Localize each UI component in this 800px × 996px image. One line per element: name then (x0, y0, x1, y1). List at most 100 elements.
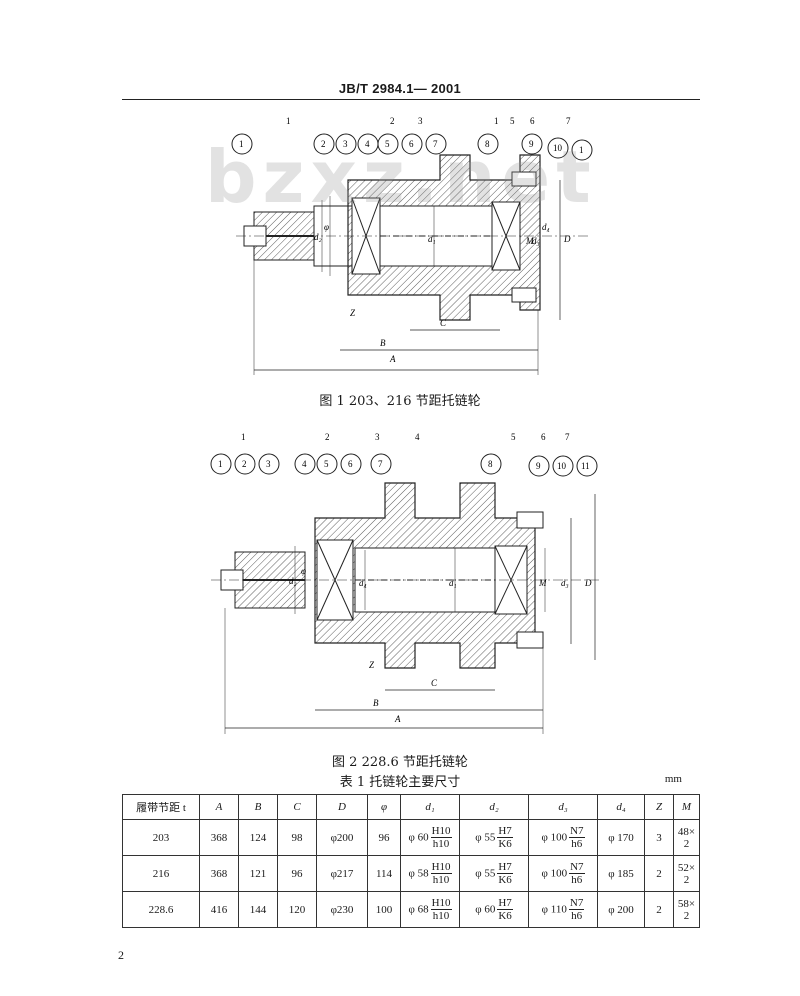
cell-m: 58× 2 (673, 891, 700, 928)
d3-base: φ 110 (541, 903, 567, 916)
svg-text:d₄: d₄ (542, 222, 550, 232)
d2-base: φ 55 (475, 867, 496, 880)
cell-d4: φ 185 (597, 855, 645, 892)
table-unit: mm (664, 773, 682, 785)
col-header-phi: φ (367, 794, 401, 820)
figure-2-svg: 1 2 3 4 5 6 7 8 9 10 11 1 2 3 4 5 6 7 A … (210, 432, 599, 734)
cell-b: 121 (238, 855, 278, 892)
cell-d: φ200 (316, 819, 368, 856)
svg-text:1: 1 (239, 139, 244, 149)
svg-text:D: D (563, 234, 571, 244)
svg-text:D: D (584, 578, 592, 588)
svg-text:1: 1 (286, 116, 291, 126)
col-header-d: D (316, 794, 368, 820)
cell-d4: φ 200 (597, 891, 645, 928)
cell-z: 2 (644, 891, 674, 928)
cell-b: 144 (238, 891, 278, 928)
d2-base: φ 60 (475, 903, 496, 916)
figure-1-svg: 1 2 3 4 5 6 7 8 9 10 1 1 2 3 1 5 6 7 A B… (231, 116, 593, 375)
col-header-a: A (199, 794, 239, 820)
svg-text:M: M (538, 578, 547, 588)
col-header-d4: d₄ (597, 794, 645, 820)
svg-text:d₄: d₄ (359, 578, 367, 588)
svg-text:2: 2 (242, 459, 247, 469)
cell-c: 96 (277, 855, 317, 892)
svg-text:d₃: d₃ (532, 236, 540, 246)
svg-text:3: 3 (418, 116, 423, 126)
svg-text:1: 1 (218, 459, 223, 469)
svg-text:9: 9 (529, 139, 534, 149)
d3-base: φ 100 (541, 831, 568, 844)
col-header-d2: d₂ (459, 794, 529, 820)
d2-base: φ 55 (475, 831, 496, 844)
standard-code-header: JB/T 2984.1— 2001 (338, 81, 462, 96)
svg-text:d₃: d₃ (561, 578, 569, 588)
svg-text:5: 5 (510, 116, 515, 126)
col-header-d1: d₁ (400, 794, 460, 820)
svg-text:4: 4 (415, 432, 420, 442)
svg-text:7: 7 (565, 432, 570, 442)
cell-pitch: 228.6 (122, 891, 200, 928)
cell-phi: 96 (367, 819, 401, 856)
figure-2-callouts: 1 2 3 4 5 6 7 8 9 10 11 1 2 3 4 5 6 7 A … (210, 432, 598, 724)
cell-phi: 100 (367, 891, 401, 928)
page-number: 2 (118, 948, 124, 962)
col-header-d3: d₃ (528, 794, 598, 820)
svg-text:6: 6 (530, 116, 535, 126)
svg-text:2: 2 (325, 432, 330, 442)
cell-a: 368 (199, 855, 239, 892)
svg-text:6: 6 (409, 139, 414, 149)
svg-text:A: A (394, 714, 401, 724)
svg-text:φ: φ (324, 222, 329, 232)
svg-text:d₂: d₂ (289, 576, 297, 586)
cell-phi: 114 (367, 855, 401, 892)
svg-text:5: 5 (511, 432, 516, 442)
svg-text:1: 1 (579, 145, 584, 155)
cell-a: 368 (199, 819, 239, 856)
d1-base: φ 60 (408, 831, 429, 844)
col-header-b: B (238, 794, 278, 820)
col-header-pitch: 履带节距 t (122, 794, 200, 820)
svg-text:3: 3 (375, 432, 380, 442)
svg-text:3: 3 (266, 459, 271, 469)
col-header-z: Z (644, 794, 674, 820)
cell-d4: φ 170 (597, 819, 645, 856)
svg-text:6: 6 (348, 459, 353, 469)
cell-d: φ230 (316, 891, 368, 928)
svg-text:d₂: d₂ (314, 232, 322, 242)
svg-text:B: B (373, 698, 379, 708)
svg-text:11: 11 (581, 461, 590, 471)
svg-text:Z: Z (350, 308, 356, 318)
svg-text:M: M (525, 236, 534, 246)
cell-d: φ217 (316, 855, 368, 892)
cell-m: 48× 2 (673, 819, 700, 856)
cell-a: 416 (199, 891, 239, 928)
svg-text:3: 3 (343, 139, 348, 149)
svg-text:7: 7 (433, 139, 438, 149)
svg-text:B: B (380, 338, 386, 348)
svg-text:10: 10 (553, 143, 563, 153)
svg-text:6: 6 (541, 432, 546, 442)
col-header-c: C (277, 794, 317, 820)
cell-m: 52× 2 (673, 855, 700, 892)
svg-text:4: 4 (302, 459, 307, 469)
header-rule (122, 99, 700, 100)
svg-text:Z: Z (369, 660, 375, 670)
cell-c: 120 (277, 891, 317, 928)
svg-text:C: C (440, 318, 447, 328)
